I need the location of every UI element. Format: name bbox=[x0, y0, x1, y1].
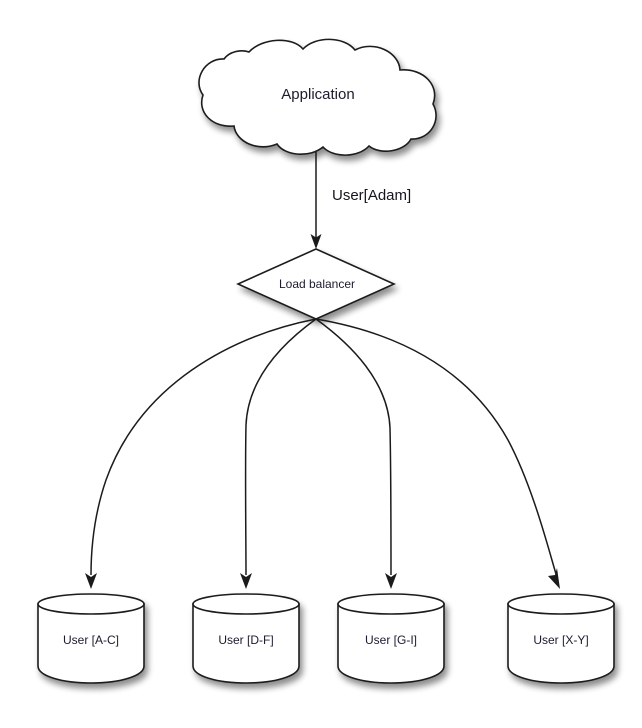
edge-balancer-to-db-4-line bbox=[315, 318, 557, 575]
cylinder-label: User [X-Y] bbox=[533, 633, 588, 647]
edge-balancer-to-db-3-line bbox=[315, 318, 392, 576]
cloud-label: Application bbox=[281, 86, 354, 103]
cylinder-label: User [D-F] bbox=[218, 633, 273, 647]
cylinder-top-shape bbox=[37, 593, 145, 615]
cylinder-top-shape bbox=[192, 593, 300, 615]
node-load-balancer[interactable]: Load balancer bbox=[236, 248, 396, 320]
cylinder-label: User [G-I] bbox=[365, 633, 417, 647]
node-database-1[interactable]: User [A-C] bbox=[37, 593, 145, 684]
arrow-head-icon bbox=[385, 573, 397, 589]
edge-balancer-to-db-4 bbox=[315, 318, 560, 589]
node-application[interactable]: Application bbox=[198, 38, 437, 156]
arrow-head-icon bbox=[548, 568, 560, 589]
edge-balancer-to-db-2-line bbox=[244, 318, 317, 576]
cylinder-body-shape bbox=[37, 603, 145, 684]
edge-app-to-balancer bbox=[310, 152, 322, 249]
arrow-head-icon bbox=[310, 234, 322, 249]
cylinder-top-shape bbox=[337, 593, 445, 615]
cylinder-body-shape bbox=[192, 603, 300, 684]
node-database-3[interactable]: User [G-I] bbox=[337, 593, 445, 684]
edge-balancer-to-db-1-line bbox=[90, 318, 317, 576]
edge-balancer-to-db-1 bbox=[85, 318, 317, 589]
arrow-head-icon bbox=[240, 573, 252, 589]
cylinder-label: User [A-C] bbox=[63, 633, 119, 647]
cylinder-body-shape bbox=[507, 603, 615, 684]
edge-label-user-adam: User[Adam] bbox=[332, 187, 411, 204]
node-database-4[interactable]: User [X-Y] bbox=[507, 593, 615, 684]
diamond-label: Load balancer bbox=[279, 277, 355, 291]
edge-balancer-to-db-2 bbox=[240, 318, 317, 589]
cloud-shape bbox=[198, 38, 437, 156]
node-database-2[interactable]: User [D-F] bbox=[192, 593, 300, 684]
cylinder-body-shape bbox=[337, 603, 445, 684]
cylinder-top-shape bbox=[507, 593, 615, 615]
edge-balancer-to-db-3 bbox=[315, 318, 397, 589]
arrow-head-icon bbox=[85, 573, 97, 589]
